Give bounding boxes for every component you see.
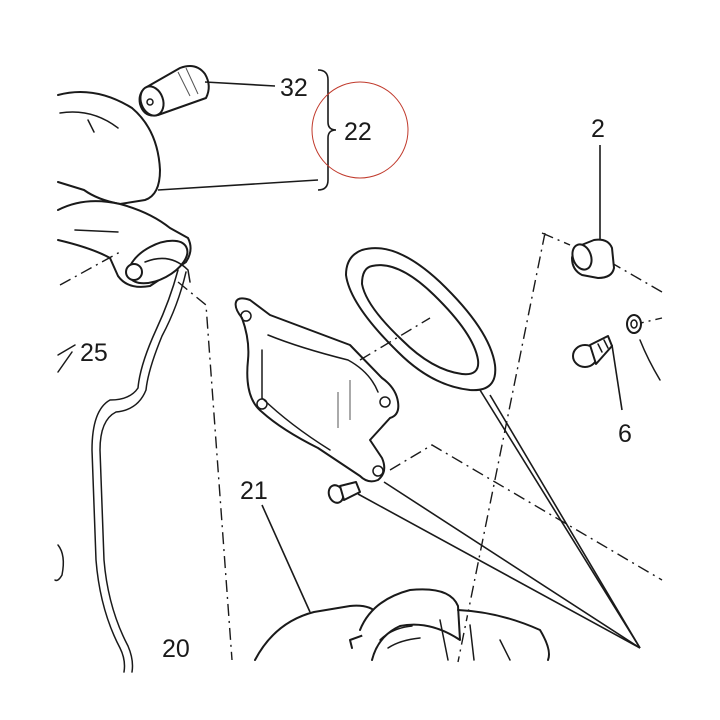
screw-part-6 xyxy=(572,335,613,368)
cover-plate xyxy=(234,297,400,483)
leader-21 xyxy=(261,504,311,613)
label-20: 20 xyxy=(162,635,190,663)
bushing-part-2 xyxy=(571,238,615,279)
washer-fragment xyxy=(639,339,661,381)
leader-6 xyxy=(611,344,623,411)
gasket-part xyxy=(345,247,497,392)
label-21: 21 xyxy=(240,477,268,505)
centerline-2 xyxy=(177,281,233,661)
converging-leaders xyxy=(357,389,641,649)
fragment-left xyxy=(57,344,76,373)
cover-centerline xyxy=(389,444,663,581)
screw-cover xyxy=(327,481,361,504)
label-6: 6 xyxy=(618,420,632,448)
bulb-part-32 xyxy=(138,65,210,117)
label-25: 25 xyxy=(80,339,108,367)
label-32: 32 xyxy=(280,74,308,102)
label-22: 22 xyxy=(344,118,372,146)
wire-cable xyxy=(91,269,179,673)
fragment-left-2 xyxy=(54,544,65,582)
lamp-housing xyxy=(57,91,192,288)
highlight-circle xyxy=(311,81,409,179)
label-2: 2 xyxy=(591,115,605,143)
washer-part xyxy=(626,314,642,334)
wire-cable-outer xyxy=(99,271,187,673)
group-bracket-22 xyxy=(157,69,337,191)
lower-housing-part-21 xyxy=(254,588,550,661)
centerline-1 xyxy=(59,251,121,286)
right-dashed-frame xyxy=(457,232,571,663)
